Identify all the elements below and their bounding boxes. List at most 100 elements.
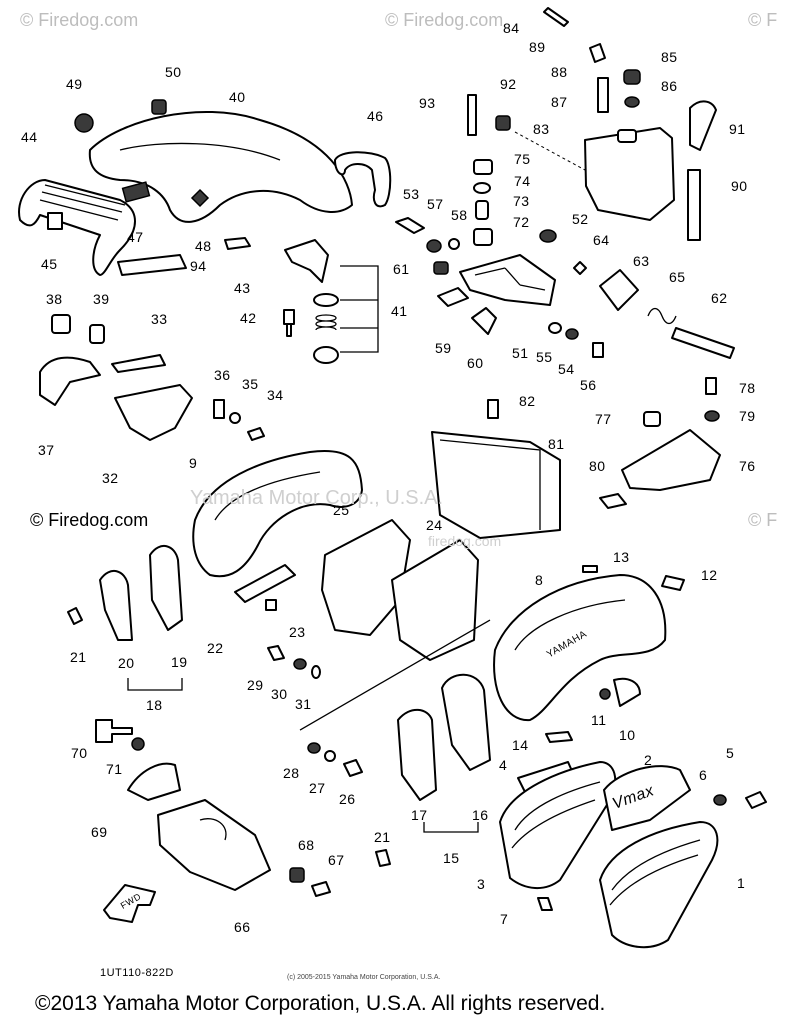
label-21a: 21 — [70, 649, 87, 665]
part-21-bolt-a — [67, 607, 83, 625]
part-31-collar — [311, 665, 321, 679]
label-16: 16 — [472, 807, 489, 823]
label-56: 56 — [580, 377, 597, 393]
part-22-stay — [234, 564, 296, 603]
part-75-cap — [473, 159, 493, 175]
part-38-damper — [51, 314, 71, 334]
part-56-bolt — [592, 342, 604, 358]
label-89: 89 — [529, 39, 546, 55]
label-34: 34 — [267, 387, 284, 403]
label-92: 92 — [500, 76, 517, 92]
label-33: 33 — [151, 311, 168, 327]
part-91-hose — [689, 100, 717, 151]
part-5-screw — [745, 791, 767, 809]
part-21-bolt-b — [375, 849, 391, 867]
part-29-bolt — [267, 645, 285, 661]
part-90-hose — [687, 169, 701, 241]
label-44: 44 — [21, 129, 38, 145]
part-3-side-cover — [499, 761, 617, 889]
label-10: 10 — [619, 727, 636, 743]
label-5: 5 — [726, 745, 735, 761]
part-80-damper — [599, 493, 627, 509]
label-3: 3 — [477, 876, 486, 892]
label-63: 63 — [633, 253, 650, 269]
part-9-side-cover — [192, 450, 363, 578]
part-67-bolt — [311, 881, 331, 897]
part-52-grommet — [539, 229, 557, 243]
label-6: 6 — [699, 767, 708, 783]
part-84-cap — [543, 7, 569, 27]
label-87: 87 — [551, 94, 568, 110]
label-79: 79 — [739, 408, 756, 424]
label-39: 39 — [93, 291, 110, 307]
label-62: 62 — [711, 290, 728, 306]
part-32-stay — [114, 384, 193, 441]
label-78: 78 — [739, 380, 756, 396]
part-87-pipe — [597, 77, 609, 113]
part-24-plate — [391, 539, 479, 661]
label-51: 51 — [512, 345, 529, 361]
part-34-screw — [247, 427, 265, 441]
label-57: 57 — [427, 196, 444, 212]
part-37-bracket — [39, 356, 101, 406]
part-26-bolt — [343, 759, 363, 777]
label-72: 72 — [513, 214, 530, 230]
part-82-bolt — [487, 399, 499, 419]
part-66-bracket — [157, 799, 271, 891]
label-25: 25 — [333, 502, 350, 518]
label-37: 37 — [38, 442, 55, 458]
watermark-top-right: © F — [748, 10, 778, 30]
label-22: 22 — [207, 640, 224, 656]
part-25-bracket — [321, 519, 411, 636]
label-90: 90 — [731, 178, 748, 194]
part-28-nut — [307, 742, 321, 754]
part-74-washer — [473, 182, 491, 194]
part-68-grommet — [289, 867, 305, 883]
part-8-side-cover — [493, 574, 667, 722]
part-61-grommet — [433, 261, 449, 275]
watermark-center-2: firedog.com — [428, 533, 502, 549]
part-14-screw — [545, 731, 573, 743]
label-59: 59 — [435, 340, 452, 356]
label-17: 17 — [411, 807, 428, 823]
part-35-washer — [229, 412, 241, 424]
part-43-bracket — [224, 237, 251, 250]
part-23-damper — [265, 599, 277, 611]
part-50-grommet — [151, 99, 167, 115]
label-13: 13 — [613, 549, 630, 565]
label-84: 84 — [503, 20, 520, 36]
part-41-cap — [313, 293, 339, 307]
part-12-clip — [661, 575, 685, 591]
part-83-tank — [584, 127, 675, 221]
label-30: 30 — [271, 686, 288, 702]
label-86: 86 — [661, 78, 678, 94]
part-79-nut — [704, 410, 720, 422]
part-19-guard — [149, 545, 183, 631]
watermark-right-mid: © F — [748, 510, 778, 530]
small-copyright: (c) 2005-2015 Yamaha Motor Corporation, … — [287, 974, 441, 981]
part-30-washer — [293, 658, 307, 670]
label-52: 52 — [572, 211, 589, 227]
label-76: 76 — [739, 458, 756, 474]
part-41-base — [313, 346, 339, 364]
label-38: 38 — [46, 291, 63, 307]
part-1-side-cover — [599, 821, 719, 949]
part-11-grommet — [599, 688, 611, 700]
part-59-joint — [437, 287, 469, 307]
part-94-plate — [117, 254, 187, 276]
label-69: 69 — [91, 824, 108, 840]
label-94: 94 — [190, 258, 207, 274]
label-15: 15 — [443, 850, 460, 866]
label-32: 32 — [102, 470, 119, 486]
part-64-clip — [573, 261, 587, 275]
watermark-mid-left: © Firedog.com — [30, 510, 149, 530]
label-1: 1 — [737, 875, 746, 891]
label-61: 61 — [393, 261, 410, 277]
diagram-code: 1UT110-822D — [100, 967, 174, 979]
part-17-plate — [397, 708, 437, 801]
part-60-plate — [471, 307, 497, 335]
part-78-bolt — [705, 377, 717, 395]
label-74: 74 — [514, 173, 531, 189]
part-48-hole — [190, 188, 210, 208]
